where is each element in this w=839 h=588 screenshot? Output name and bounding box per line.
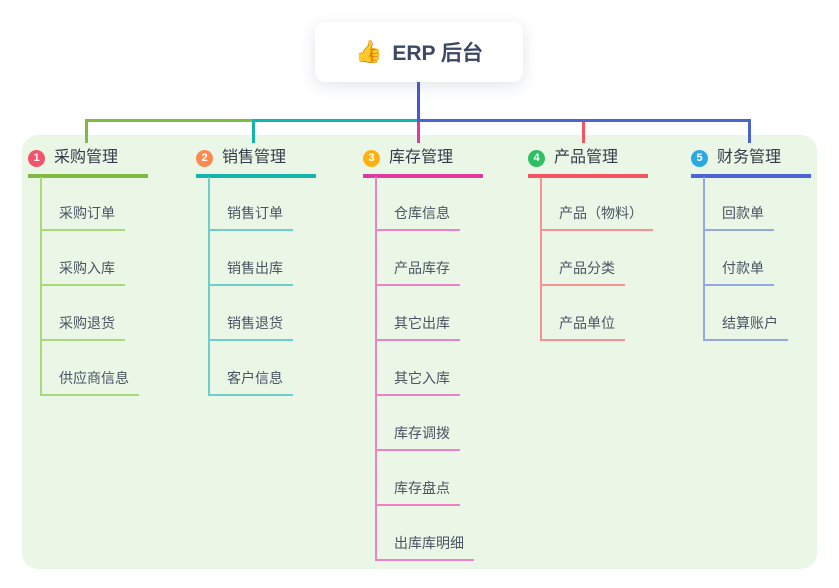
node-payment-doc[interactable]: 付款单 bbox=[703, 258, 774, 286]
node-label[interactable]: 供应商信息 bbox=[40, 368, 139, 396]
branch-1-badge: 1 bbox=[28, 149, 45, 167]
branch-purchase: 1 采购管理 采购订单 采购入库 采购退货 供应商信息 bbox=[28, 0, 188, 588]
branch-inventory-spine bbox=[375, 177, 377, 559]
connector-drop-sales bbox=[252, 122, 255, 143]
branch-product-header[interactable]: 4 产品管理 bbox=[528, 147, 648, 178]
node-label[interactable]: 产品（物料） bbox=[540, 203, 653, 231]
node-label[interactable]: 客户信息 bbox=[208, 368, 293, 396]
node-purchase-inbound[interactable]: 采购入库 bbox=[40, 258, 125, 286]
branch-inventory: 3 库存管理 仓库信息 产品库存 其它出库 其它入库 库存调拨 库存盘点 出库库… bbox=[363, 0, 523, 588]
connector-bus-left bbox=[85, 119, 253, 122]
node-label[interactable]: 出库库明细 bbox=[375, 533, 474, 561]
connector-bus-right bbox=[417, 119, 751, 122]
connector-drop-purchase bbox=[85, 122, 88, 143]
node-product-material[interactable]: 产品（物料） bbox=[540, 203, 653, 231]
node-other-outbound[interactable]: 其它出库 bbox=[375, 313, 460, 341]
node-stock-check[interactable]: 库存盘点 bbox=[375, 478, 460, 506]
branch-purchase-header[interactable]: 1 采购管理 bbox=[28, 147, 148, 178]
connector-drop-inventory bbox=[417, 122, 420, 143]
branch-5-badge: 5 bbox=[691, 149, 708, 167]
root-node[interactable]: 👍 ERP 后台 bbox=[315, 22, 523, 82]
node-product-stock[interactable]: 产品库存 bbox=[375, 258, 460, 286]
node-label[interactable]: 其它出库 bbox=[375, 313, 460, 341]
node-purchase-order[interactable]: 采购订单 bbox=[40, 203, 125, 231]
node-stock-transfer[interactable]: 库存调拨 bbox=[375, 423, 460, 451]
node-product-category[interactable]: 产品分类 bbox=[540, 258, 625, 286]
node-receipt-doc[interactable]: 回款单 bbox=[703, 203, 774, 231]
node-label[interactable]: 销售出库 bbox=[208, 258, 293, 286]
branch-product: 4 产品管理 产品（物料） 产品分类 产品单位 bbox=[528, 0, 688, 588]
node-customer-info[interactable]: 客户信息 bbox=[208, 368, 293, 396]
node-label[interactable]: 产品分类 bbox=[540, 258, 625, 286]
node-label[interactable]: 其它入库 bbox=[375, 368, 460, 396]
connector-root-vertical bbox=[417, 82, 420, 120]
branch-finance-title: 财务管理 bbox=[717, 149, 782, 166]
branch-sales-title: 销售管理 bbox=[222, 149, 287, 166]
branches-panel bbox=[22, 135, 817, 569]
branch-2-badge: 2 bbox=[196, 149, 213, 167]
branch-3-badge: 3 bbox=[363, 149, 380, 167]
node-label[interactable]: 库存盘点 bbox=[375, 478, 460, 506]
node-label[interactable]: 产品库存 bbox=[375, 258, 460, 286]
branch-product-spine bbox=[540, 177, 542, 339]
branch-finance-header[interactable]: 5 财务管理 bbox=[691, 147, 811, 178]
node-label[interactable]: 销售订单 bbox=[208, 203, 293, 231]
node-sales-return[interactable]: 销售退货 bbox=[208, 313, 293, 341]
root-title: ERP 后台 bbox=[392, 42, 484, 65]
connector-drop-product bbox=[582, 122, 585, 143]
branch-finance: 5 财务管理 回款单 付款单 结算账户 bbox=[691, 0, 839, 588]
thumbs-up-icon: 👍 bbox=[354, 39, 383, 64]
branch-sales-header[interactable]: 2 销售管理 bbox=[196, 147, 316, 178]
node-label[interactable]: 付款单 bbox=[703, 258, 774, 286]
node-outbound-detail[interactable]: 出库库明细 bbox=[375, 533, 474, 561]
node-settlement-account[interactable]: 结算账户 bbox=[703, 313, 788, 341]
node-sales-order[interactable]: 销售订单 bbox=[208, 203, 293, 231]
node-label[interactable]: 采购订单 bbox=[40, 203, 125, 231]
node-supplier-info[interactable]: 供应商信息 bbox=[40, 368, 139, 396]
node-warehouse-info[interactable]: 仓库信息 bbox=[375, 203, 460, 231]
branch-finance-spine bbox=[703, 177, 705, 339]
branch-purchase-title: 采购管理 bbox=[54, 149, 119, 166]
connector-drop-finance bbox=[748, 122, 751, 143]
node-label[interactable]: 采购退货 bbox=[40, 313, 125, 341]
node-label[interactable]: 库存调拨 bbox=[375, 423, 460, 451]
branch-4-badge: 4 bbox=[528, 149, 545, 167]
connector-bus-middle bbox=[252, 119, 418, 122]
branch-inventory-header[interactable]: 3 库存管理 bbox=[363, 147, 483, 178]
node-sales-outbound[interactable]: 销售出库 bbox=[208, 258, 293, 286]
node-product-unit[interactable]: 产品单位 bbox=[540, 313, 625, 341]
node-label[interactable]: 销售退货 bbox=[208, 313, 293, 341]
node-other-inbound[interactable]: 其它入库 bbox=[375, 368, 460, 396]
node-label[interactable]: 仓库信息 bbox=[375, 203, 460, 231]
branch-product-title: 产品管理 bbox=[554, 149, 619, 166]
node-purchase-return[interactable]: 采购退货 bbox=[40, 313, 125, 341]
node-label[interactable]: 采购入库 bbox=[40, 258, 125, 286]
node-label[interactable]: 回款单 bbox=[703, 203, 774, 231]
branch-sales: 2 销售管理 销售订单 销售出库 销售退货 客户信息 bbox=[196, 0, 356, 588]
node-label[interactable]: 结算账户 bbox=[703, 313, 788, 341]
branch-inventory-title: 库存管理 bbox=[389, 149, 454, 166]
node-label[interactable]: 产品单位 bbox=[540, 313, 625, 341]
